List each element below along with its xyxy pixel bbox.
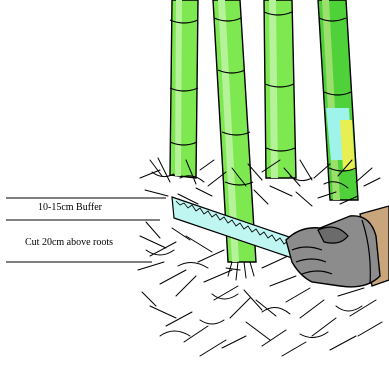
bamboo-stem-3 [264,0,296,178]
bamboo-stem-1 [170,0,198,178]
cut-height-label: Cut 20cm above roots [25,238,113,248]
bamboo-stem-4 [318,0,358,200]
gloved-hand-icon [286,206,389,287]
buffer-label: 10-15cm Buffer [38,203,102,213]
